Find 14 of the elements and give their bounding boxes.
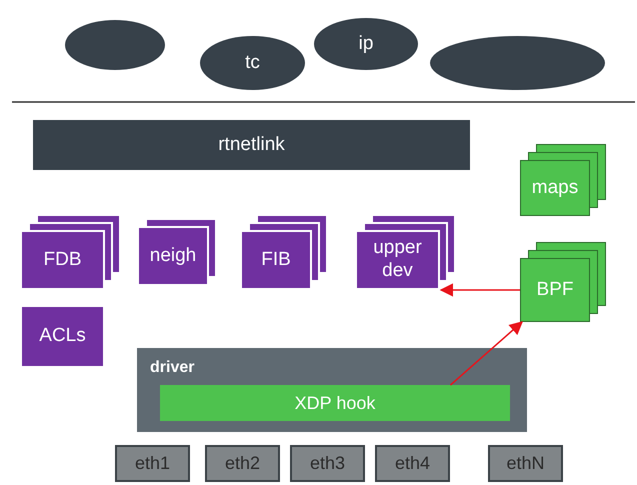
driver-panel (137, 348, 527, 432)
panel-title: driver (150, 358, 194, 378)
tool-ellipse: tc (200, 36, 305, 90)
tool-ellipse: ip (314, 18, 418, 70)
port-box: ethN (488, 445, 563, 482)
port-box: eth4 (375, 445, 450, 482)
hook-bar: XDP hook (160, 385, 510, 421)
interface-bar: rtnetlink (33, 120, 470, 170)
table-box: ACLs (20, 305, 105, 368)
port-box: eth1 (115, 445, 190, 482)
arrow (450, 321, 524, 386)
port-box: eth3 (290, 445, 365, 482)
arrow (440, 283, 520, 297)
port-box: eth2 (205, 445, 280, 482)
